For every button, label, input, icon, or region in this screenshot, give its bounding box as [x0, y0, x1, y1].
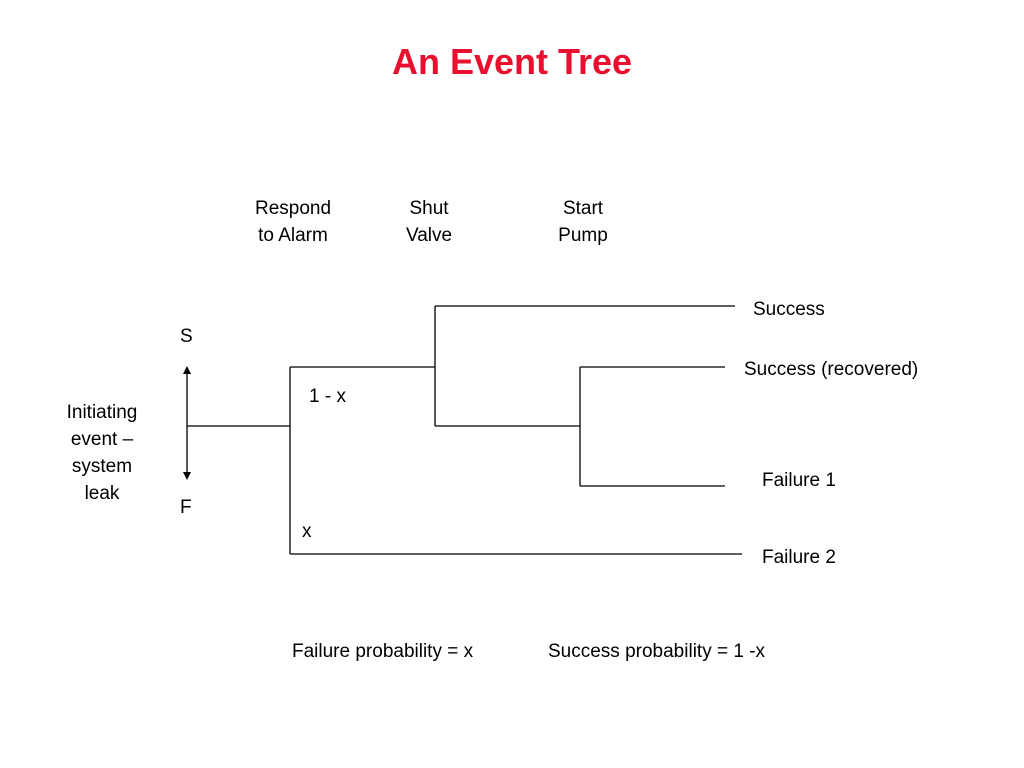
header-shut-valve: Shut Valve — [379, 195, 479, 249]
header-start-pump: Start Pump — [533, 195, 633, 249]
outcome-failure-2: Failure 2 — [762, 547, 836, 568]
success-probability-text: Success probability = 1 -x — [548, 641, 766, 662]
header-respond-line-2: to Alarm — [258, 225, 328, 246]
initiating-line-1: Initiating — [66, 402, 138, 423]
header-shut-line-1: Shut — [409, 198, 449, 219]
header-respond-line-1: Respond — [254, 198, 332, 219]
outcome-success: Success — [753, 299, 825, 320]
initiating-line-3: system — [71, 456, 133, 477]
branch-label-upper: 1 - x — [309, 386, 346, 407]
failure-axis-label: F — [180, 497, 192, 518]
failure-probability-text: Failure probability = x — [292, 641, 474, 662]
outcome-failure-1: Failure 1 — [762, 470, 836, 491]
branch-label-lower: x — [302, 521, 312, 542]
success-axis-label: S — [180, 326, 193, 347]
page-title: An Event Tree — [391, 41, 633, 82]
initiating-line-2: event – — [70, 429, 134, 450]
header-start-line-1: Start — [562, 198, 604, 219]
header-respond-to-alarm: Respond to Alarm — [233, 195, 353, 249]
initiating-line-4: leak — [84, 483, 120, 504]
header-shut-line-2: Valve — [405, 225, 453, 246]
outcome-success-recovered: Success (recovered) — [744, 359, 919, 380]
initiating-event-label: Initiating event – system leak — [42, 399, 162, 507]
header-start-line-2: Pump — [558, 225, 608, 246]
